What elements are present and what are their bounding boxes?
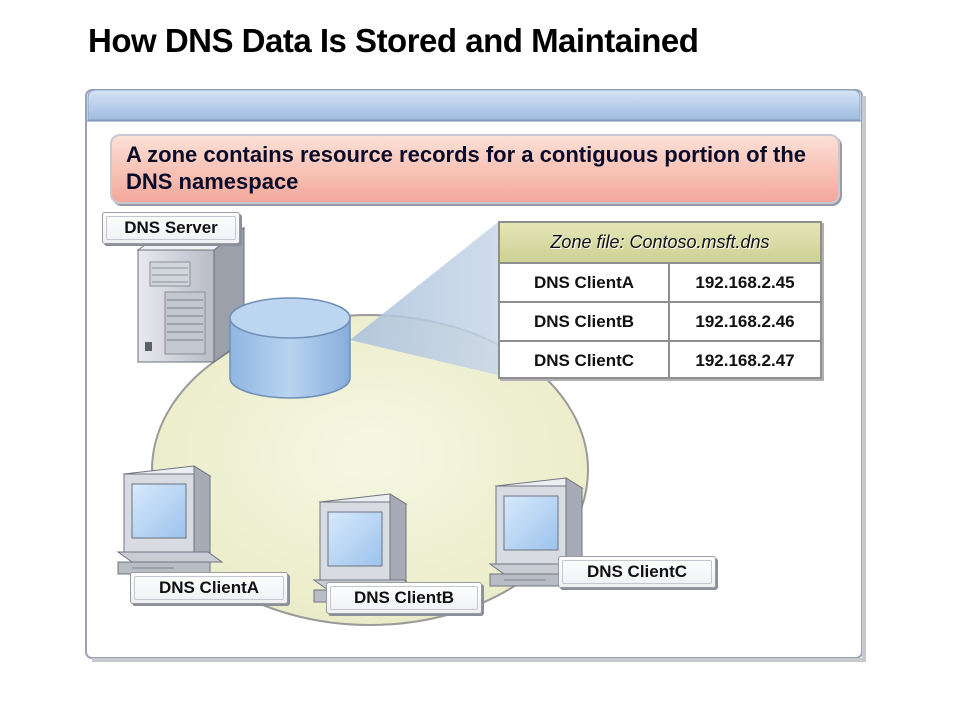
- zone-file-table: Zone file: Contoso.msft.dns DNS ClientA …: [498, 221, 822, 379]
- client-a-label-text: DNS ClientA: [158, 578, 260, 597]
- record-name: DNS ClientB: [500, 303, 670, 340]
- label-frame: [562, 560, 712, 584]
- client-a-computer-icon: [116, 465, 224, 575]
- zone-beam: [350, 222, 498, 375]
- label-frame: [134, 576, 284, 600]
- table-row: DNS ClientB 192.168.2.46: [500, 303, 820, 342]
- record-ip: 192.168.2.46: [695, 312, 795, 331]
- record-name: DNS ClientC: [500, 342, 670, 379]
- client-c-label: DNS ClientC: [558, 556, 716, 588]
- table-row: DNS ClientA 192.168.2.45: [500, 264, 820, 303]
- dns-server-label-text: DNS Server: [124, 218, 218, 237]
- table-row: DNS ClientC 192.168.2.47: [500, 342, 820, 379]
- record-name: DNS ClientA: [500, 264, 670, 301]
- client-b-label: DNS ClientB: [326, 582, 482, 614]
- client-b-label-text: DNS ClientB: [353, 588, 455, 607]
- database-icon: [229, 297, 351, 399]
- record-ip: 192.168.2.45: [695, 273, 795, 292]
- dns-server-label: DNS Server: [102, 212, 240, 244]
- client-a-label: DNS ClientA: [130, 572, 288, 604]
- banner-text: A zone contains resource records for a c…: [126, 142, 807, 194]
- server-icon: [136, 227, 246, 363]
- label-frame: [106, 216, 236, 240]
- record-ip: 192.168.2.47: [695, 351, 795, 370]
- label-frame: [330, 586, 478, 610]
- zone-file-header: Zone file: Contoso.msft.dns: [500, 223, 820, 264]
- zone-definition-banner: A zone contains resource records for a c…: [110, 134, 840, 204]
- client-c-label-text: DNS ClientC: [586, 562, 688, 581]
- slide-title: How DNS Data Is Stored and Maintained: [88, 22, 699, 59]
